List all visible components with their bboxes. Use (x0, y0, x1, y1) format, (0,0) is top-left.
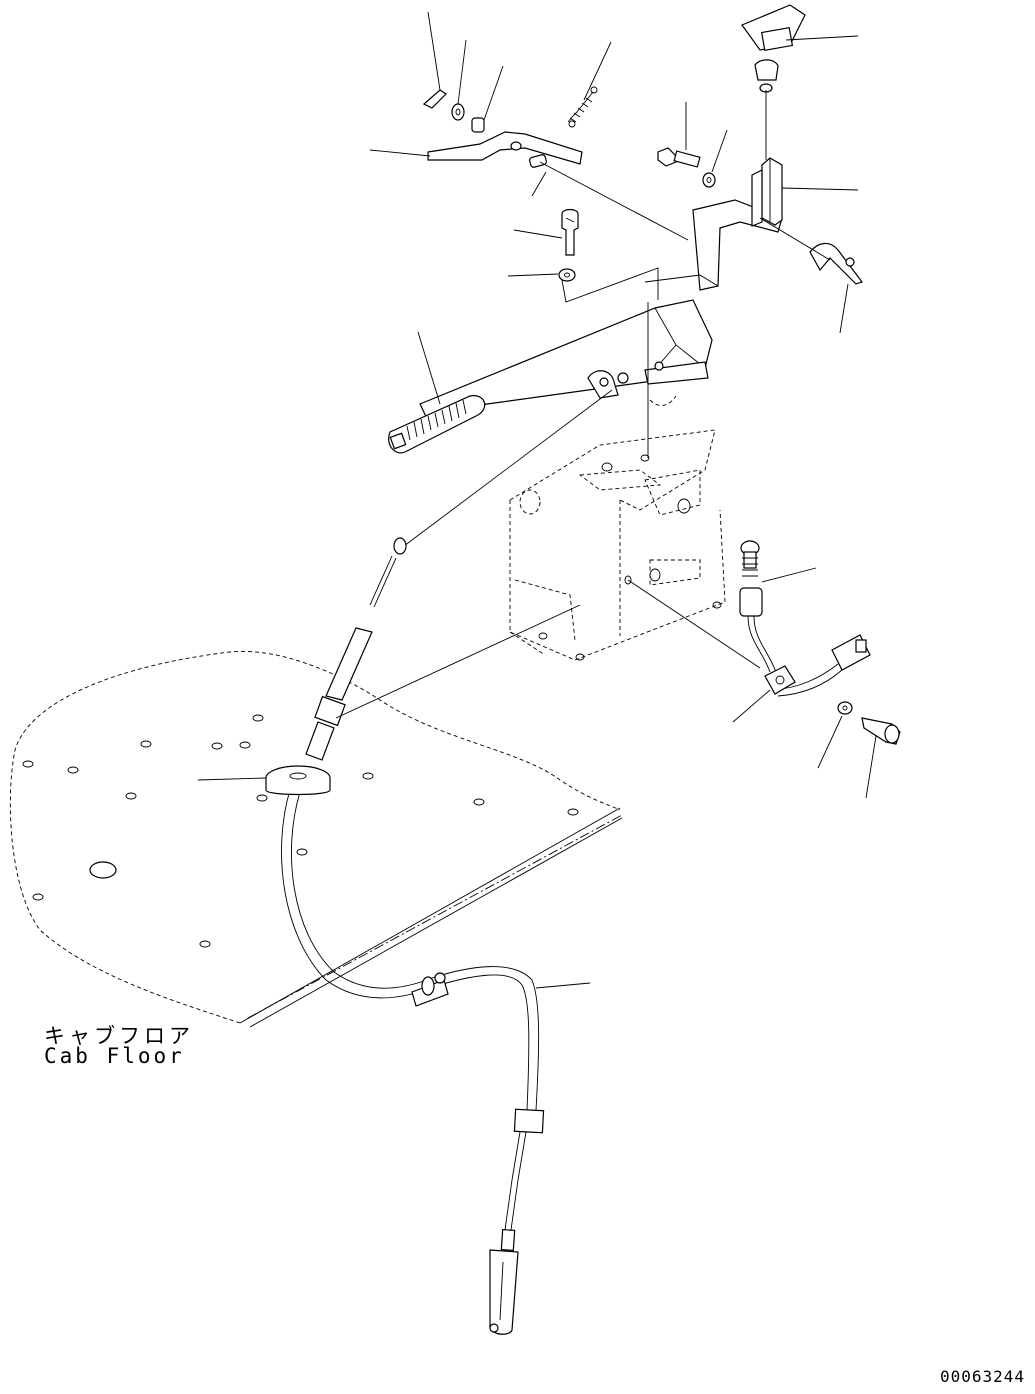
collar (471, 117, 485, 133)
brake-cable (281, 389, 613, 1335)
release-lever (427, 131, 583, 165)
brake-lamp-switch (739, 540, 871, 697)
leader-lines (197, 11, 877, 799)
cab-floor-caption-jp: キャブフロア (44, 1024, 194, 1048)
cab-floor-caption-en: Cab Floor (44, 1044, 185, 1068)
washer (702, 172, 716, 188)
cable-boot (265, 765, 331, 796)
parking-brake-switch (741, 4, 806, 160)
assembly-line (561, 267, 659, 303)
washer (558, 268, 576, 282)
return-spring (567, 86, 598, 128)
assembly-line (627, 579, 761, 669)
drawing-number: 00063244 (940, 1367, 1026, 1386)
pin (529, 154, 547, 168)
bolt (657, 147, 701, 168)
washer (837, 701, 853, 715)
floor-opening (89, 861, 117, 879)
cable-clamp (411, 972, 449, 1007)
hand-brake-lever (388, 299, 713, 454)
bolt (561, 208, 579, 256)
bolt (861, 717, 901, 745)
wire-clip (809, 242, 863, 285)
switch-bracket (644, 157, 783, 291)
pin-clip (422, 89, 447, 109)
harness-clamp (764, 665, 796, 695)
lever-support-bracket (509, 395, 726, 661)
cab-floor-plate (9, 650, 623, 1028)
washer (451, 103, 465, 121)
assembly-line (759, 217, 831, 261)
assembly-line (539, 161, 689, 241)
